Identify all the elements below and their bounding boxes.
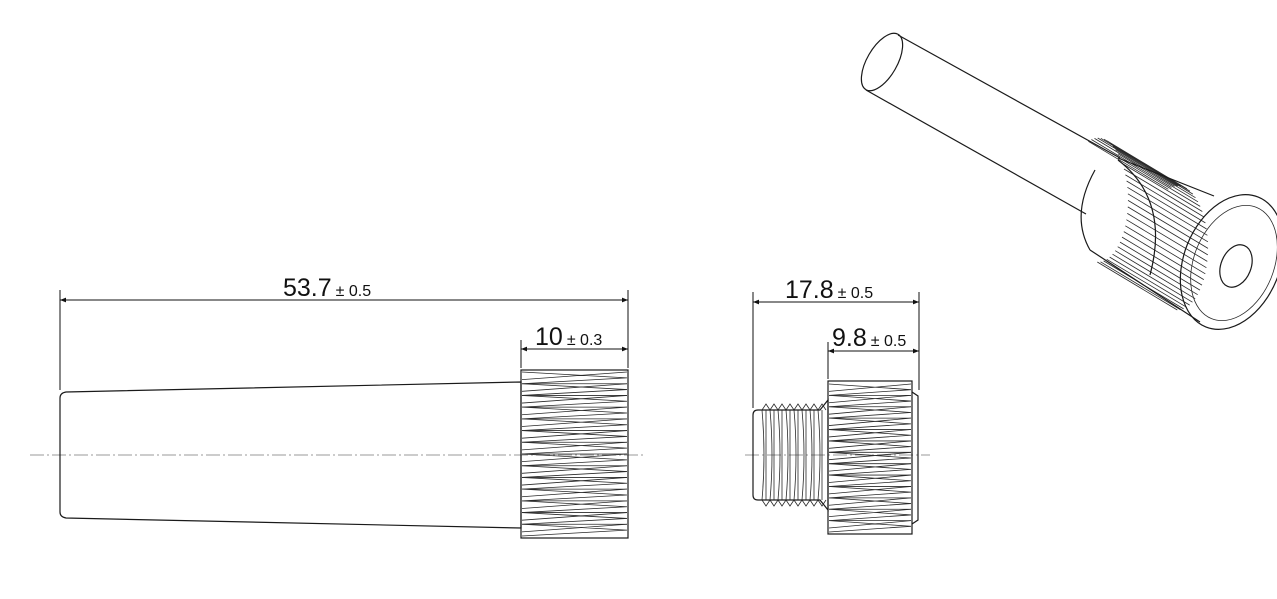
thread-crests xyxy=(761,403,827,507)
tapered-body xyxy=(59,381,522,529)
iso-body-bottom-edge xyxy=(865,89,1087,215)
knurl-lines-side xyxy=(828,383,912,533)
iso-knurl-pattern xyxy=(1080,137,1215,323)
iso-body-top-edge xyxy=(897,34,1121,159)
knurl-lines-side-rows xyxy=(829,394,911,522)
front-view: 53.7± 0.5 10± 0.3 xyxy=(30,274,645,539)
dimension-overall-length: 53.7± 0.5 xyxy=(283,274,371,302)
isometric-view xyxy=(860,32,1277,330)
iso-knurl-lines xyxy=(1088,137,1209,311)
thread-lines xyxy=(761,409,823,501)
side-cap-chamfer xyxy=(911,391,919,525)
dimension-knurl-length: 10± 0.3 xyxy=(535,323,602,351)
dimension-side-knurl-length: 9.8± 0.5 xyxy=(832,324,906,352)
dimension-side-length: 17.8± 0.5 xyxy=(785,276,873,304)
knurl-lines-front xyxy=(521,371,628,537)
knurled-cap xyxy=(520,369,629,539)
iso-knurl-band-line xyxy=(1117,159,1157,276)
threaded-section xyxy=(752,398,829,512)
iso-cap-face-inner xyxy=(1190,204,1277,322)
iso-knurl-outline xyxy=(1080,157,1215,323)
knurl-pattern-side xyxy=(828,383,912,533)
side-knurled-cap xyxy=(827,380,913,535)
iso-body-end xyxy=(860,32,904,92)
thread-pattern xyxy=(761,403,827,507)
side-view: 17.8± 0.5 9.8± 0.5 xyxy=(745,276,930,535)
knurl-pattern-front xyxy=(521,371,628,537)
knurl-lines-front-rows xyxy=(522,383,627,525)
iso-cap-hole xyxy=(1219,244,1253,288)
iso-cap-face xyxy=(1179,194,1277,330)
